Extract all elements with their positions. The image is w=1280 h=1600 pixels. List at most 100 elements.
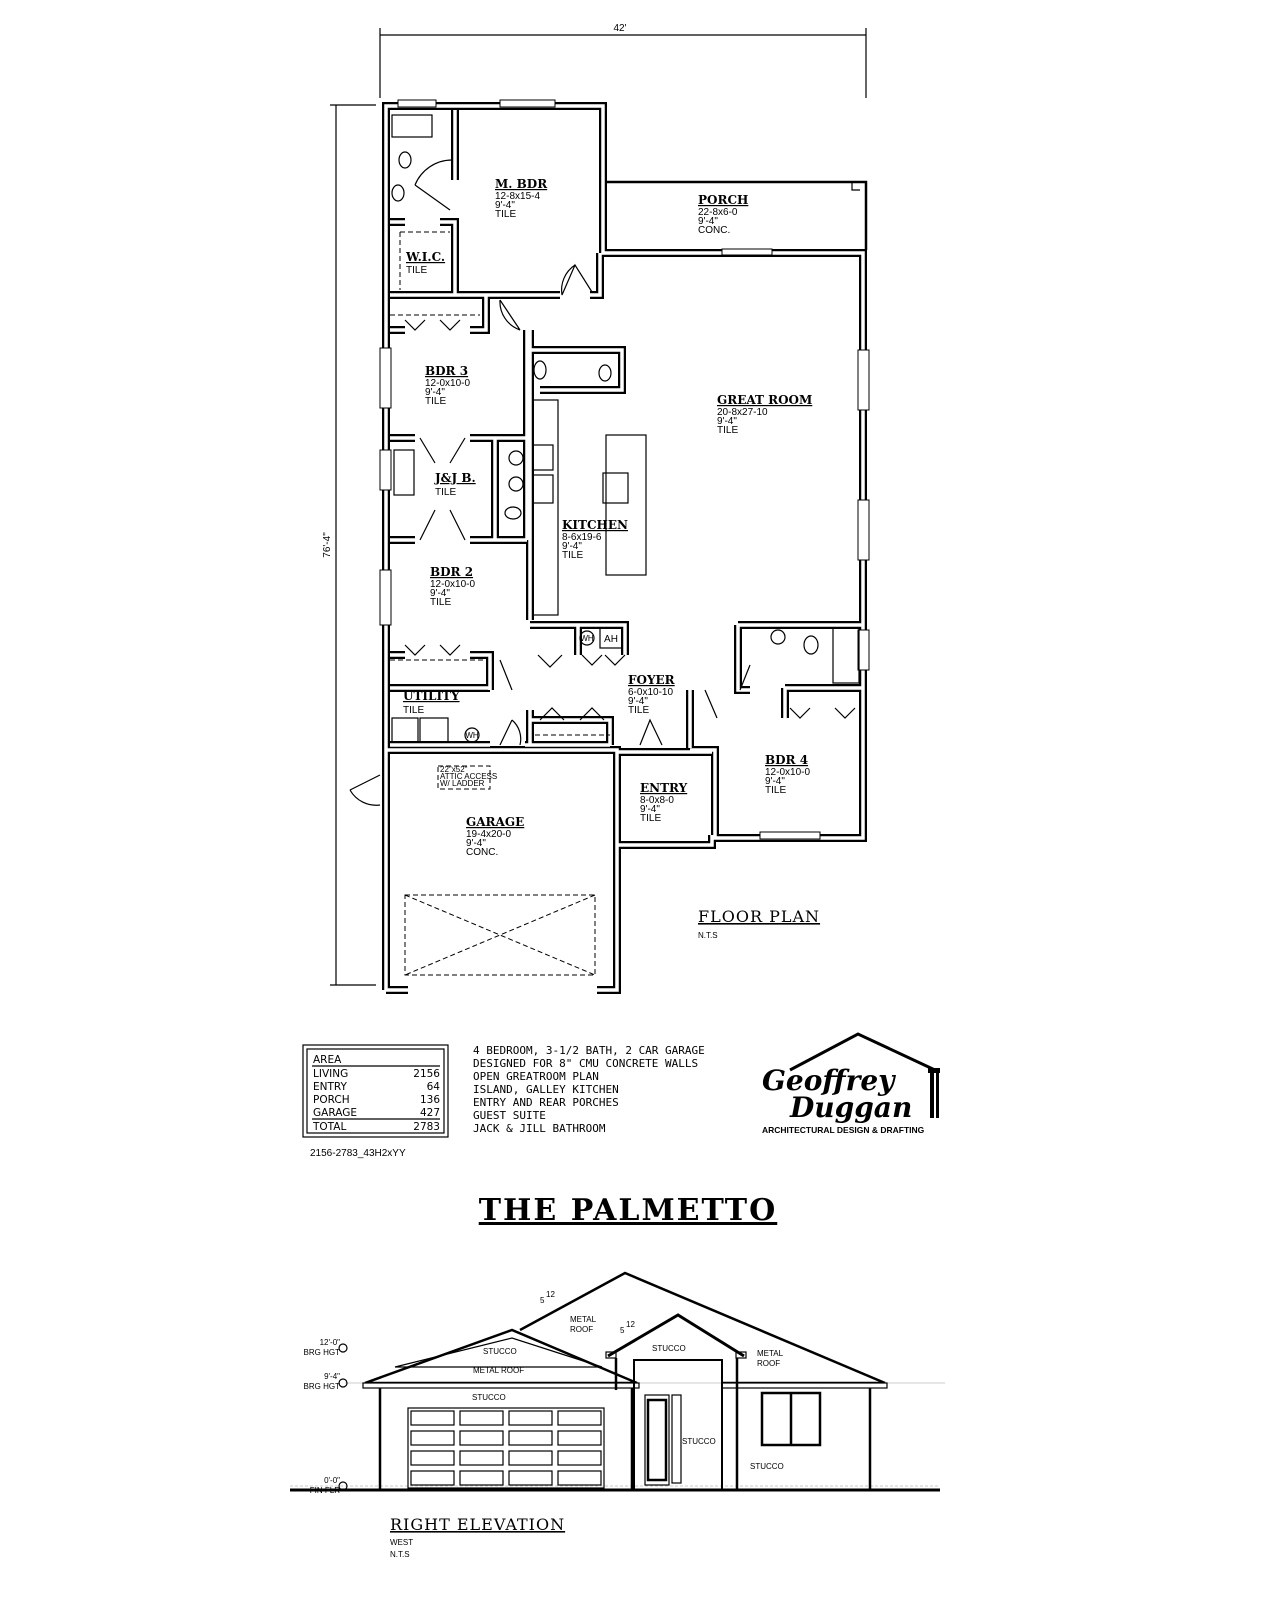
room-name: BDR 2: [430, 565, 473, 579]
room-size: 12-0x10-0: [765, 767, 810, 778]
room-floor: TILE: [435, 487, 456, 498]
room-floor: TILE: [628, 705, 649, 716]
ah-label: AH: [604, 634, 618, 645]
level-label: FIN FLR: [310, 1486, 340, 1495]
svg-text:ROOF: ROOF: [757, 1359, 780, 1368]
area-label: PORCH: [313, 1094, 350, 1106]
room-floor: TILE: [562, 550, 583, 561]
garage-door-panel: [557, 1410, 602, 1426]
garage-door-panel: [459, 1430, 504, 1446]
logo-line1: Geoffrey: [762, 1064, 896, 1097]
garage-door-panel: [508, 1410, 553, 1426]
room-master: M. BDR 12-8x15-4 9'-4" TILE: [495, 177, 548, 220]
room-ceiling: 9'-4": [425, 387, 445, 398]
svg-text:5: 5: [620, 1326, 625, 1335]
garage-door-panel: [410, 1470, 455, 1486]
room-size: 12-0x10-0: [430, 579, 475, 590]
logo-tagline: ARCHITECTURAL DESIGN & DRAFTING: [762, 1125, 925, 1135]
room-name: BDR 3: [425, 364, 468, 378]
room-foyer: FOYER 6-0x10-10 9'-4" TILE: [628, 673, 676, 716]
room-kitchen: KITCHEN 8-6x19-6 9'-4" TILE: [562, 518, 628, 561]
room-size: 19-4x20-0: [466, 829, 511, 840]
room-jj-bath: J&J B. TILE: [434, 471, 476, 498]
air-handler: [599, 627, 623, 649]
garage-door: [407, 1407, 605, 1489]
room-entry: ENTRY 8-0x8-0 9'-4" TILE: [640, 781, 688, 824]
garage-door-panel: [410, 1430, 455, 1446]
water-heater-icon: [579, 630, 595, 646]
room-bdr2: BDR 2 12-0x10-0 9'-4" TILE: [430, 565, 475, 608]
garage-door-panel: [508, 1450, 553, 1466]
svg-text:12: 12: [626, 1320, 635, 1329]
level-markers: 12'-0" BRG HGT 9'-4" BRG HGT 0'-0" FIN F…: [304, 1338, 348, 1495]
room-name: GREAT ROOM: [717, 393, 812, 407]
garage-door-panel: [459, 1450, 504, 1466]
room-ceiling: 9'-4": [628, 696, 648, 707]
level-value: 9'-4": [324, 1372, 340, 1381]
plan-code: 2156-2783_43H2xYY: [310, 1148, 406, 1159]
room-size: 12-8x15-4: [495, 191, 540, 202]
feature-item: GUEST SUITE: [473, 1109, 546, 1122]
svg-text:STUCCO: STUCCO: [750, 1462, 784, 1471]
attic-size: 22"x52": [440, 765, 468, 774]
floor-plan-title: FLOOR PLAN: [698, 907, 820, 926]
room-name: FOYER: [628, 673, 676, 687]
room-floor: TILE: [430, 597, 451, 608]
svg-text:12: 12: [546, 1290, 555, 1299]
room-size: 6-0x10-10: [628, 687, 673, 698]
attic-label: ATTIC ACCESS: [440, 772, 497, 781]
area-total-label: TOTAL: [312, 1121, 346, 1133]
room-floor: TILE: [717, 425, 738, 436]
area-value: 136: [420, 1094, 440, 1106]
garage-door-panel: [410, 1410, 455, 1426]
room-floor: CONC.: [466, 847, 498, 858]
attic-ladder: W/ LADDER: [440, 779, 485, 788]
material-labels: STUCCO METAL ROOF STUCCO METAL ROOF STUC…: [472, 1315, 784, 1471]
walls: [382, 102, 867, 994]
room-floor: CONC.: [698, 225, 730, 236]
garage-door-panel: [410, 1450, 455, 1466]
garage-door-frame: [407, 1407, 605, 1489]
svg-text:STUCCO: STUCCO: [472, 1393, 506, 1402]
room-floor: TILE: [403, 705, 424, 716]
depth-label: 76'-4": [322, 532, 333, 558]
room-size: 8-0x8-0: [640, 795, 674, 806]
wh-label: WH: [465, 731, 479, 740]
area-label: GARAGE: [313, 1107, 357, 1119]
room-floor: TILE: [765, 785, 786, 796]
elevation-scale: N.T.S: [390, 1550, 410, 1559]
level-value: 12'-0": [320, 1338, 341, 1347]
svg-text:STUCCO: STUCCO: [483, 1347, 517, 1356]
level-label: BRG HGT: [304, 1348, 341, 1357]
room-ceiling: 9'-4": [717, 416, 737, 427]
room-floor: TILE: [406, 265, 427, 276]
porch-outline: [606, 180, 868, 250]
svg-text:ROOF: ROOF: [570, 1325, 593, 1334]
room-name: J&J B.: [434, 471, 476, 485]
elevation-direction: WEST: [390, 1538, 413, 1547]
feature-list: 4 BEDROOM, 3-1/2 BATH, 2 CAR GARAGE DESI…: [473, 1044, 705, 1135]
room-floor: TILE: [425, 396, 446, 407]
room-ceiling: 9'-4": [640, 804, 660, 815]
logo-line2: Duggan: [789, 1091, 912, 1124]
room-name: BDR 4: [765, 753, 808, 767]
room-ceiling: 9'-4": [430, 588, 450, 599]
level-value: 0'-0": [324, 1476, 340, 1485]
company-logo: Geoffrey Duggan ARCHITECTURAL DESIGN & D…: [762, 1032, 940, 1135]
room-size: 20-8x27-10: [717, 407, 768, 418]
area-label: ENTRY: [313, 1081, 348, 1093]
area-value: 64: [427, 1081, 441, 1093]
garage-door-panel: [459, 1470, 504, 1486]
feature-item: 4 BEDROOM, 3-1/2 BATH, 2 CAR GARAGE: [473, 1044, 705, 1057]
room-name: M. BDR: [495, 177, 548, 191]
width-dimension: 42': [379, 23, 867, 98]
room-size: 22-8x6-0: [698, 207, 738, 218]
room-ceiling: 9'-4": [698, 216, 718, 227]
garage-door-panel: [459, 1410, 504, 1426]
svg-text:METAL: METAL: [570, 1315, 597, 1324]
room-name: ENTRY: [640, 781, 688, 795]
room-floor: TILE: [495, 209, 516, 220]
room-ceiling: 9'-4": [765, 776, 785, 787]
garage-door-panel: [508, 1470, 553, 1486]
